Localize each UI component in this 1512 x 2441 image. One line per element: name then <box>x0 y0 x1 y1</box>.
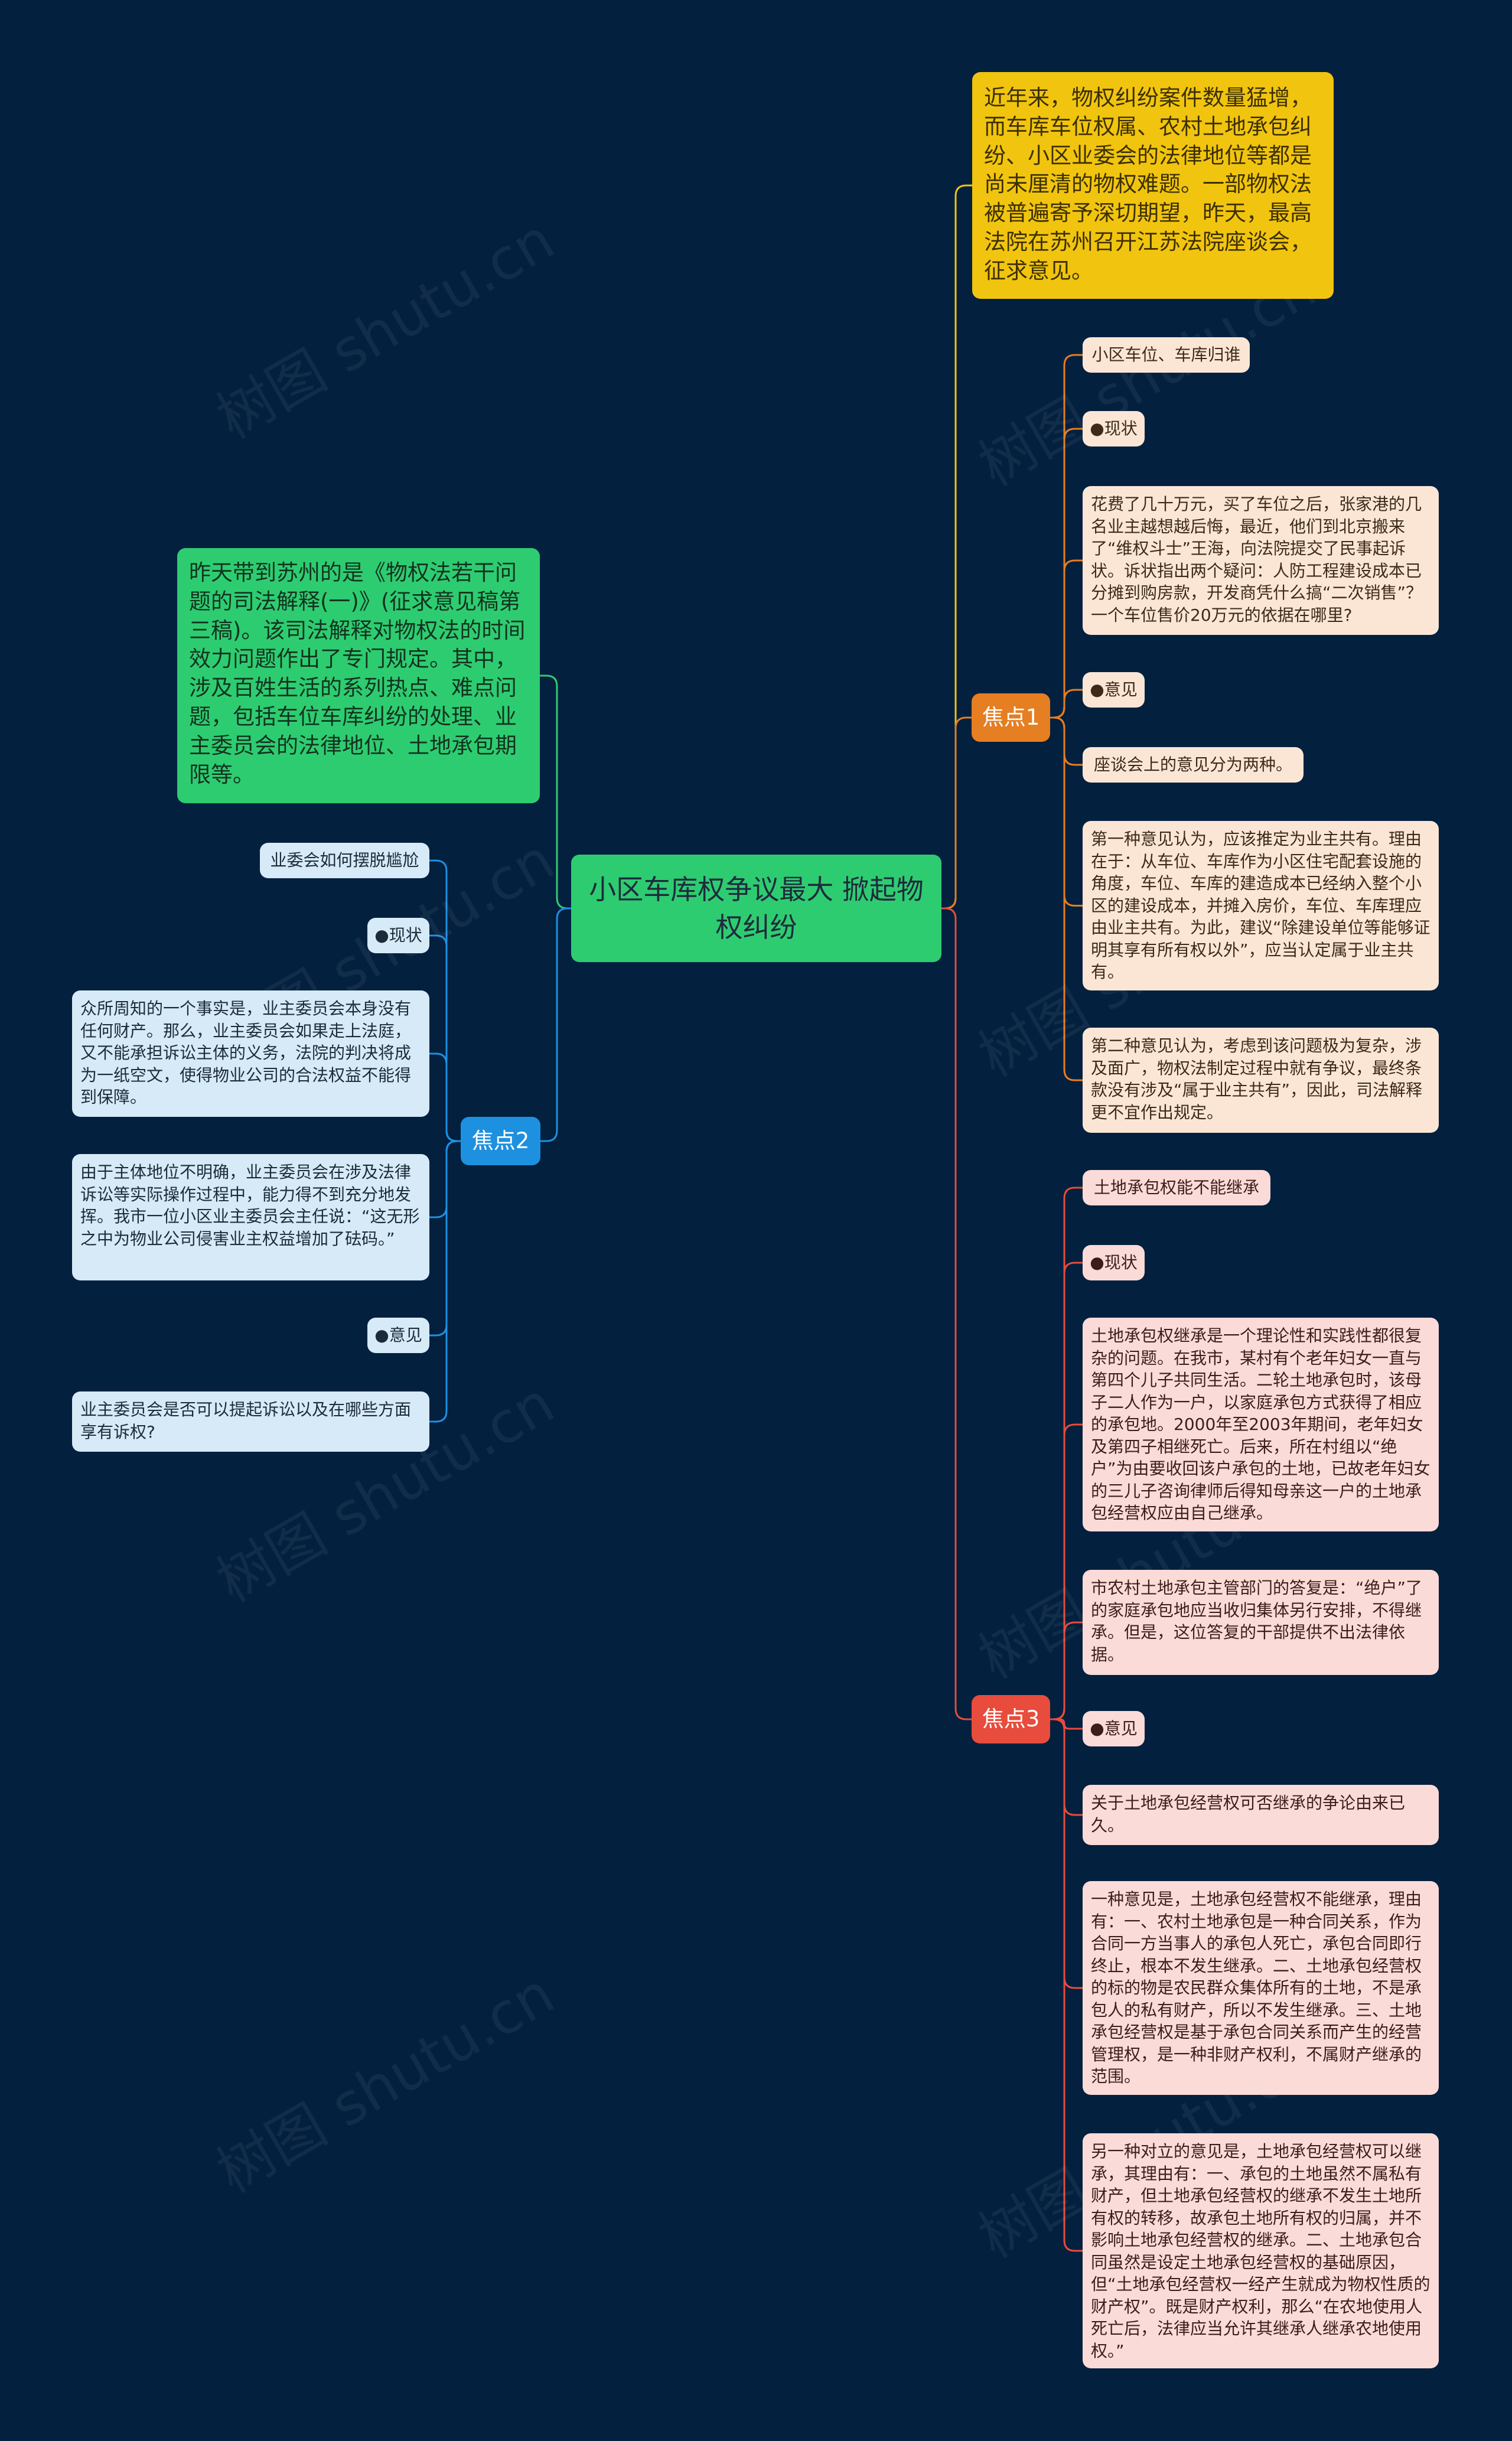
intro-left-node[interactable]: 昨天带到苏州的是《物权法若干问题的司法解释(一)》(征求意见稿第三稿)。该司法解… <box>177 548 540 803</box>
focus2-opinion-label[interactable]: ●意见 <box>367 1318 429 1353</box>
focus3-opinion-label[interactable]: ●意见 <box>1083 1711 1145 1746</box>
focus1-opinion-first[interactable]: 第一种意见认为，应该推定为业主共有。理由在于：从车位、车库作为小区住宅配套设施的… <box>1083 821 1439 990</box>
focus3-topic[interactable]: 土地承包权能不能继承 <box>1083 1170 1270 1205</box>
link-focus1-opinion-label <box>1050 689 1083 719</box>
center-topic[interactable]: 小区车库权争议最大 掀起物权纠纷 <box>571 855 941 962</box>
focus3-opinion-intro[interactable]: 关于土地承包经营权可否继承的争论由来已久。 <box>1083 1785 1439 1845</box>
link-center-focus2 <box>540 907 571 1142</box>
link-focus3-status-text <box>1050 1423 1083 1720</box>
focus1-opinion-intro[interactable]: 座谈会上的意见分为两种。 <box>1083 747 1304 783</box>
link-focus1-topic <box>1050 354 1083 719</box>
link-focus3-opinion-intro <box>1050 1718 1083 1816</box>
focus3-status-text-2[interactable]: 市农村土地承包主管部门的答复是：“绝户”了的家庭承包地应当收归集体另行安排，不得… <box>1083 1570 1439 1675</box>
link-focus2-opinion-label <box>429 1140 461 1337</box>
focus2-status-label[interactable]: ●现状 <box>367 918 429 953</box>
link-center-intro-left <box>540 674 571 910</box>
link-focus1-status-label <box>1050 428 1083 719</box>
focus1-opinion-second[interactable]: 第二种意见认为，考虑到该问题极为复杂，涉及面广，物权法制定过程中就有争议，最终条… <box>1083 1028 1439 1133</box>
focus2-topic[interactable]: 业委会如何摆脱尴尬 <box>260 843 429 878</box>
link-focus2-topic <box>429 859 461 1142</box>
focus1-topic[interactable]: 小区车位、车库归谁 <box>1083 337 1250 373</box>
link-focus1-opinion-first <box>1050 716 1083 907</box>
link-focus3-opinion-label <box>1050 1718 1083 1730</box>
link-focus2-opinion-text <box>429 1140 461 1423</box>
link-focus1-opinion-intro <box>1050 716 1083 766</box>
focus3-opinion-first[interactable]: 一种意见是，土地承包经营权不能继承，理由有：一、农村土地承包是一种合同关系，作为… <box>1083 1881 1439 2095</box>
branch-focus-3[interactable]: 焦点3 <box>972 1695 1050 1743</box>
link-focus1-opinion-second <box>1050 716 1083 1081</box>
link-center-intro-right <box>941 184 972 910</box>
focus1-status-label[interactable]: ●现状 <box>1083 411 1145 447</box>
focus3-opinion-second[interactable]: 另一种对立的意见是，土地承包经营权可以继承，其理由有：一、承包的土地虽然不属私有… <box>1083 2133 1439 2368</box>
focus3-status-label[interactable]: ●现状 <box>1083 1245 1145 1280</box>
link-focus2-status-label <box>429 934 461 1142</box>
intro-right-node[interactable]: 近年来，物权纠纷案件数量猛增，而车库车位权属、农村土地承包纠纷、小区业委会的法律… <box>972 72 1334 299</box>
link-center-focus1 <box>941 716 972 910</box>
link-focus3-opinion-first <box>1050 1718 1083 1989</box>
focus2-opinion-text[interactable]: 业主委员会是否可以提起诉讼以及在哪些方面享有诉权? <box>72 1391 429 1452</box>
link-focus3-status-label <box>1050 1262 1083 1720</box>
link-center-focus3 <box>941 907 972 1720</box>
link-focus3-status-text-2 <box>1050 1621 1083 1720</box>
focus3-status-text[interactable]: 土地承包权继承是一个理论性和实践性都很复杂的问题。在我市，某村有个老年妇女一直与… <box>1083 1318 1439 1531</box>
branch-focus-1[interactable]: 焦点1 <box>972 693 1050 742</box>
link-focus2-status-text-2 <box>429 1140 461 1218</box>
focus2-status-text[interactable]: 众所周知的一个事实是，业主委员会本身没有任何财产。那么，业主委员会如果走上法庭，… <box>72 990 429 1117</box>
focus1-opinion-label[interactable]: ●意见 <box>1083 672 1145 708</box>
link-focus3-opinion-second <box>1050 1718 1083 2252</box>
focus2-status-text-2[interactable]: 由于主体地位不明确，业主委员会在涉及法律诉讼等实际操作过程中，能力得不到充分地发… <box>72 1154 429 1280</box>
focus1-status-text[interactable]: 花费了几十万元，买了车位之后，张家港的几名业主越想越后悔，最近，他们到北京搬来了… <box>1083 486 1439 635</box>
link-focus2-status-text <box>429 1052 461 1142</box>
branch-focus-2[interactable]: 焦点2 <box>461 1117 540 1165</box>
